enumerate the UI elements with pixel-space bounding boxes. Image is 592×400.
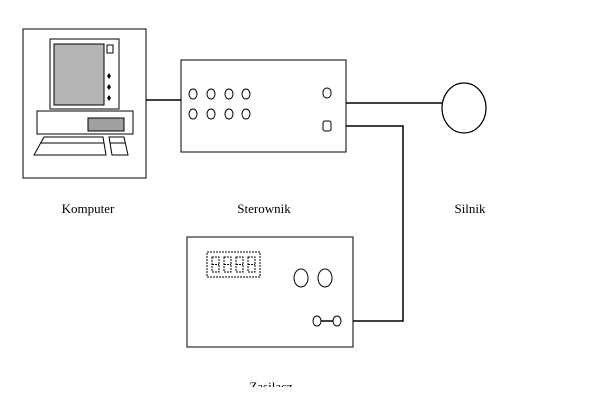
controller-connector-bottom (322, 120, 332, 132)
power-supply-block (186, 236, 354, 348)
monitor-screen (53, 43, 105, 106)
wire-controller-power-supply (332, 125, 404, 322)
keyboard-icon (33, 136, 107, 156)
motor-circle (441, 82, 487, 134)
controller-frame (180, 59, 347, 153)
controller-knob (206, 88, 216, 100)
controller-connector-top (322, 87, 332, 99)
power-supply-terminal-left (312, 315, 322, 327)
monitor-knob-icon (107, 73, 111, 79)
label-motor: Silnik (454, 201, 486, 216)
block-diagram (22, 28, 487, 348)
controller-block (180, 59, 347, 153)
monitor-power-button (106, 44, 114, 54)
power-supply-knob-right (317, 268, 333, 288)
controller-knob (224, 88, 234, 100)
power-supply-terminal-right (332, 315, 342, 327)
controller-knob (241, 88, 251, 100)
controller-knob (224, 108, 234, 120)
monitor-knob-icon (107, 84, 111, 90)
label-power-supply: Zasilacz (249, 379, 293, 387)
controller-knob (206, 108, 216, 120)
controller-knob (241, 108, 251, 120)
label-controller: Sterownik (237, 201, 291, 216)
disk-drive (87, 117, 125, 132)
power-supply-knob-left (293, 268, 309, 288)
controller-knob (188, 108, 198, 120)
computer-block (22, 28, 147, 179)
label-computer: Komputer (61, 201, 115, 216)
monitor-knob-icon (107, 95, 111, 101)
controller-knob (188, 88, 198, 100)
keypad-icon (108, 136, 129, 156)
